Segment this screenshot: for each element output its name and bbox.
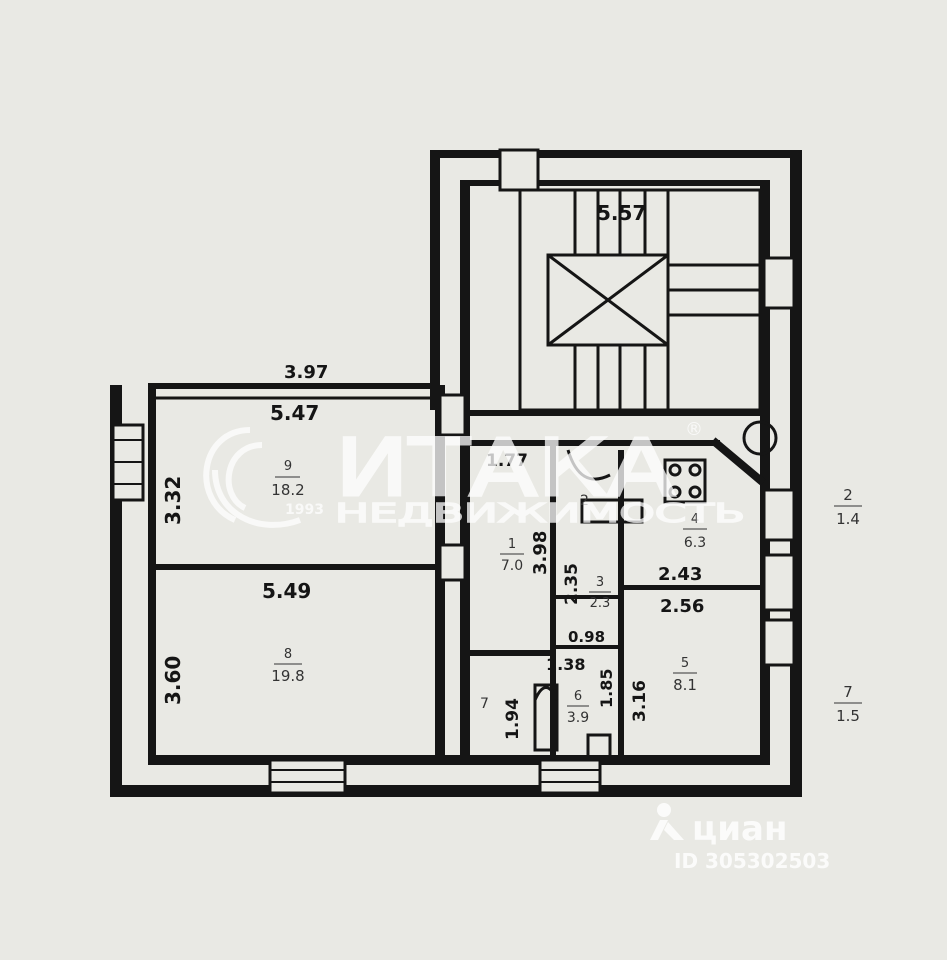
room-number: 8 [284, 647, 292, 662]
cian-watermark: циан ID 305302503 [650, 803, 830, 873]
room-area: 7.0 [501, 558, 523, 574]
outside-area: 1.4 [836, 510, 860, 528]
room-label-6: 6 3.9 [567, 689, 589, 726]
watermark-sub: НЕДВИЖИМОСТЬ [335, 499, 745, 529]
outside-label-2: 2 1.4 [834, 486, 862, 528]
dim-kitchen-lower: 3.16 [630, 680, 650, 722]
room-number: 3 [596, 575, 604, 590]
dim-room8-width: 5.49 [262, 579, 311, 603]
dim-stair-width: 5.57 [597, 201, 646, 225]
room-label-5: 5 8.1 [673, 656, 697, 694]
dim-top-width: 3.97 [284, 362, 328, 383]
dim-bath-height: 1.94 [503, 698, 523, 740]
dim-hall-width: 1.77 [486, 451, 528, 471]
room-label-2: 2 [580, 493, 589, 509]
watermark-registered: ® [685, 419, 703, 440]
room-area: 6.3 [684, 535, 706, 551]
fixtures [533, 449, 707, 759]
dim-kitchen-width: 2.43 [658, 564, 702, 585]
room-area: 19.8 [271, 667, 304, 685]
room-label-3: 3 2.3 [589, 575, 611, 611]
outside-number: 7 [843, 683, 853, 701]
dim-room9-height: 3.32 [161, 476, 185, 525]
room-area: 8.1 [673, 676, 697, 694]
outside-area: 1.5 [836, 707, 860, 725]
wave-logo-icon [203, 427, 302, 528]
itaka-watermark: 1993 ИТАКА ® НЕДВИЖИМОСТЬ [203, 419, 746, 530]
room-label-9: 9 18.2 [271, 459, 304, 499]
cian-id: ID 305302503 [674, 849, 830, 873]
room-area: 18.2 [271, 481, 304, 499]
dim-room9-width: 5.47 [270, 401, 319, 425]
room-number: 6 [574, 689, 582, 704]
walls [110, 148, 802, 797]
room-number: 9 [284, 459, 292, 474]
room-number: 1 [508, 537, 516, 552]
dim-hall-height: 3.98 [530, 531, 551, 575]
outside-number: 2 [843, 486, 853, 504]
room-area: 2.3 [590, 596, 611, 611]
staircase [518, 188, 778, 456]
room-number: 5 [681, 656, 689, 671]
room-area: 3.9 [567, 710, 589, 726]
cian-name: циан [692, 809, 787, 849]
room-number: 4 [691, 512, 699, 527]
room-label-7: 7 [480, 696, 489, 712]
dim-small-a: 0.98 [568, 628, 605, 646]
dim-corridor-height: 2.35 [562, 563, 582, 605]
cian-logo-icon [650, 803, 684, 840]
dim-small-b: 1.85 [597, 669, 616, 708]
dim-room8-height: 3.60 [161, 656, 185, 705]
room-label-1: 1 7.0 [500, 537, 524, 574]
outside-label-7: 7 1.5 [834, 683, 862, 725]
watermark-brand: ИТАКА [335, 424, 675, 514]
room-label-4: 4 6.3 [683, 512, 707, 551]
room-label-8: 8 19.8 [271, 647, 304, 685]
watermark-year: 1993 [285, 502, 324, 518]
dim-room5-width: 2.56 [660, 596, 704, 617]
dim-bath-width: 1.38 [546, 655, 585, 674]
